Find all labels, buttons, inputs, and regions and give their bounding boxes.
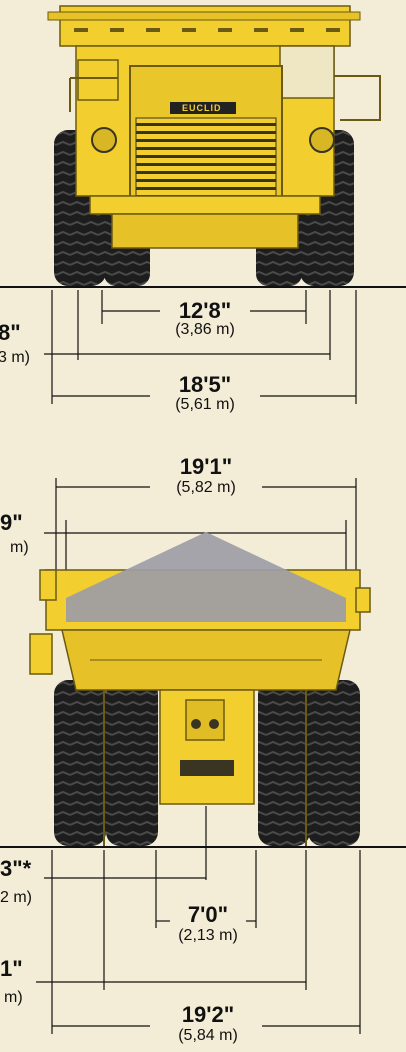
euclid-badge: EUCLID — [182, 103, 222, 113]
front-overall-imperial: 18'5" — [178, 372, 232, 397]
front-left-imperial: 8" — [0, 320, 21, 345]
rear-overall-imperial: 19'2" — [181, 1002, 235, 1027]
rear-left-top-imperial: 9" — [0, 510, 23, 535]
rear-body-imperial: 19'1" — [179, 454, 233, 479]
front-right-headlight — [309, 127, 335, 153]
rear-truck — [29, 532, 371, 846]
front-track-metric: (3,86 m) — [175, 321, 235, 338]
rear-left-low-imperial: 1" — [0, 956, 23, 981]
rear-left-top-metric: m) — [10, 539, 29, 556]
rear-left-low-metric: m) — [4, 989, 23, 1006]
rear-body-metric: (5,82 m) — [176, 479, 236, 496]
rear-right-tires — [258, 680, 360, 846]
rear-load-heap — [66, 532, 346, 622]
front-left-headlight — [91, 127, 117, 153]
front-dimension-lines — [44, 290, 357, 404]
rear-overall-metric: (5,84 m) — [178, 1027, 238, 1044]
rear-inner-metric: (2,13 m) — [178, 927, 238, 944]
front-truck — [47, 5, 381, 286]
rear-left-mid-metric: 2 m) — [0, 889, 32, 906]
rear-bottom-dimension-lines — [36, 806, 361, 1034]
rear-left-mid-imperial: 3"* — [0, 856, 32, 881]
rear-left-tires — [54, 680, 158, 846]
rear-top-dimension-lines — [44, 478, 357, 574]
front-overall-metric: (5,61 m) — [175, 396, 235, 413]
rear-inner-imperial: 7'0" — [187, 902, 229, 927]
front-left-metric: 3 m) — [0, 349, 30, 366]
front-track-imperial: 12'8" — [178, 298, 232, 323]
